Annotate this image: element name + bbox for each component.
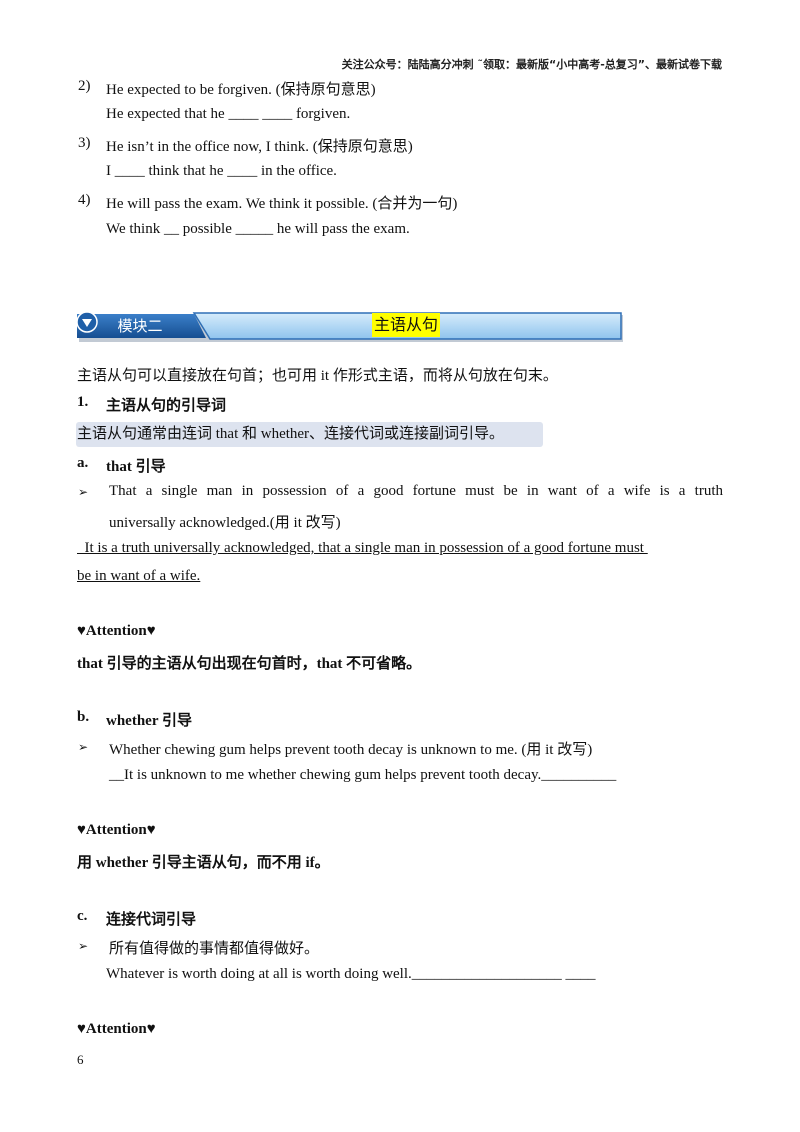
sub-label: c. <box>77 908 88 924</box>
exercise-answer: We think __ possible _____ he will pass … <box>106 221 410 237</box>
exercise-number: 3) <box>78 135 91 151</box>
module-title: 主语从句 <box>372 313 441 337</box>
example-sentence: That a single man in possession of a goo… <box>109 483 723 499</box>
exercise-question: He expected to be forgiven. (保持原句意思) <box>106 82 376 98</box>
answer-line: It is a truth universally acknowledged, … <box>77 540 648 556</box>
module-banner: 模块二 主语从句 <box>76 311 624 342</box>
chevron-down-icon <box>76 311 98 333</box>
section-number: 1. <box>77 394 89 410</box>
sub-title: that 引导 <box>106 459 166 475</box>
sub-label: a. <box>77 455 89 471</box>
attention-text: that 引导的主语从句出现在句首时，that 不可省略。 <box>77 656 422 672</box>
attention-heading: ♥Attention♥ <box>77 1021 156 1037</box>
attention-heading: ♥Attention♥ <box>77 623 156 639</box>
arrow-bullet-icon: ➢ <box>78 939 89 953</box>
module-label: 模块二 <box>117 317 163 335</box>
exercise-number: 2) <box>78 78 91 94</box>
attention-text: 用 whether 引导主语从句，而不用 if。 <box>77 855 330 871</box>
example-sentence: Whether chewing gum helps prevent tooth … <box>109 742 593 758</box>
answer-line: Whatever is worth doing at all is worth … <box>106 966 596 982</box>
answer-line: __It is unknown to me whether chewing gu… <box>109 767 617 783</box>
sub-title: 连接代词引导 <box>106 912 197 928</box>
highlight-note: 主语从句通常由连词 that 和 whether、连接代词或连接副词引导。 <box>76 422 543 447</box>
intro-text: 主语从句可以直接放在句首；也可用 it 作形式主语，而将从句放在句末。 <box>77 368 558 384</box>
exercise-number: 4) <box>78 192 91 208</box>
exercise-question: He isn’t in the office now, I think. (保持… <box>106 139 413 155</box>
section-title: 主语从句的引导词 <box>106 398 227 414</box>
example-sentence: 所有值得做的事情都值得做好。 <box>109 941 320 957</box>
sub-label: b. <box>77 709 90 725</box>
attention-heading: ♥Attention♥ <box>77 822 156 838</box>
answer-line-cont: be in want of a wife. <box>77 568 201 584</box>
exercise-answer: He expected that he ____ ____ forgiven. <box>106 106 351 122</box>
page-number: 6 <box>77 1052 84 1067</box>
arrow-bullet-icon: ➢ <box>78 740 89 754</box>
arrow-bullet-icon: ➢ <box>78 485 89 499</box>
example-sentence-cont: universally acknowledged.(用 it 改写) <box>109 515 341 531</box>
page-header: 关注公众号：陆陆高分冲刺 ˜领取：最新版“小中高考-总复习”、最新试卷下载 <box>341 58 722 71</box>
sub-title: whether 引导 <box>106 713 192 729</box>
exercise-question: He will pass the exam. We think it possi… <box>106 196 458 212</box>
exercise-answer: I ____ think that he ____ in the office. <box>106 163 337 179</box>
